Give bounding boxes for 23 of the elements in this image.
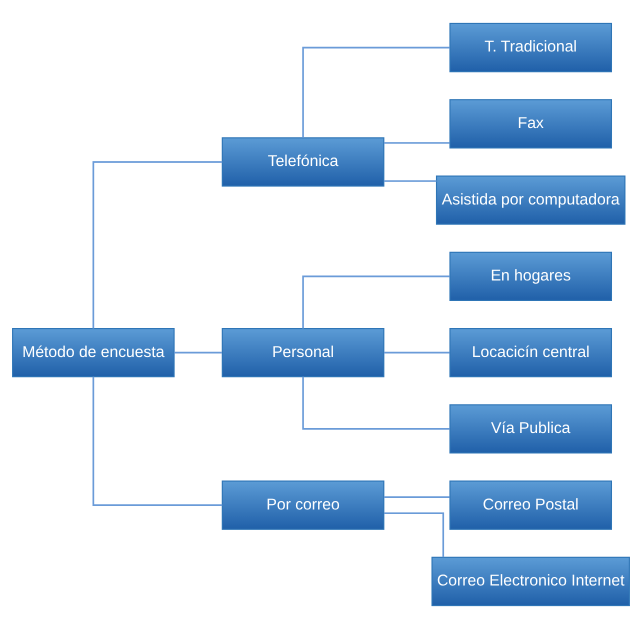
connector [384,351,450,353]
connector [302,376,450,430]
node-box: Asistida por computadora [436,174,626,224]
node-box: Correo Electronico Internet [431,556,630,606]
node-box: Telefónica [222,136,384,186]
connector [92,376,222,506]
connector [92,160,222,328]
connector [302,275,450,328]
node-box: T. Tradicional [449,22,612,72]
connector [384,142,450,144]
node-box: Fax [449,98,612,148]
node-box: Personal [222,327,384,377]
connector [384,496,450,498]
connector [384,180,436,182]
node-box: En hogares [449,251,612,301]
node-box: Por correo [222,480,384,530]
node-box: Método de encuesta [12,327,175,377]
connector [174,351,222,353]
node-box: Correo Postal [449,480,612,530]
node-box: Locacicín central [449,327,612,377]
connector [302,46,450,138]
node-box: Vía Publica [449,404,612,454]
connector [384,512,444,557]
